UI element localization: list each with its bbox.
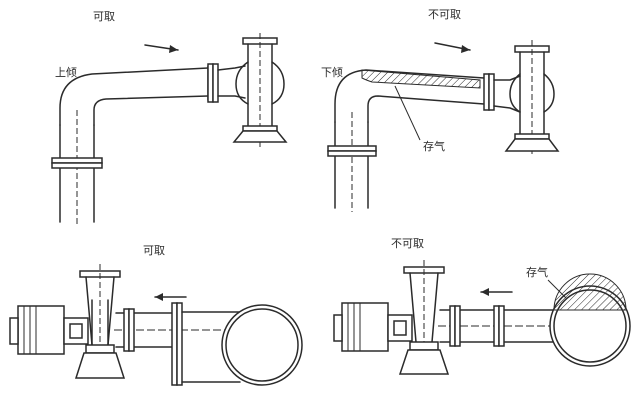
panel-bottom-left: 可取 <box>9 244 303 386</box>
flow-arrow-icon <box>144 44 179 53</box>
air-label-top-right: 存气 <box>423 139 445 153</box>
flange <box>498 305 505 347</box>
air-label-bottom-right: 存气 <box>526 265 548 279</box>
header-pipe-section <box>549 273 631 367</box>
flange <box>327 150 377 157</box>
pump-casing <box>504 40 560 156</box>
motor <box>333 302 413 352</box>
pump-casing <box>74 264 126 380</box>
verdict-label-bottom-left: 可取 <box>143 244 165 257</box>
flange <box>454 305 461 347</box>
air-callout-line <box>547 279 567 299</box>
panel-top-right: 不可取 下倾 存气 <box>321 8 560 212</box>
motor <box>9 305 89 355</box>
verdict-label-top-left: 可取 <box>93 10 115 23</box>
flange <box>212 63 219 103</box>
panel-bottom-right: 不可取 <box>333 237 631 376</box>
flow-arrow-icon <box>434 42 471 53</box>
flow-arrow-icon <box>480 288 513 296</box>
vertical-pipe <box>51 110 103 225</box>
verdict-label-top-right: 不可取 <box>428 8 461 21</box>
pump-casing <box>232 33 288 150</box>
air-callout-line <box>394 85 421 141</box>
air-pocket <box>553 273 627 311</box>
slope-label-top-right: 下倾 <box>321 66 343 79</box>
panel-top-left: 可取 上倾 <box>51 10 288 225</box>
suction-pipe <box>114 302 241 386</box>
sloped-pipe-elbow <box>59 63 246 126</box>
flow-arrow-icon <box>154 293 187 301</box>
flange <box>128 308 135 352</box>
flange <box>51 162 103 169</box>
flange <box>488 73 495 111</box>
slope-label-top-left: 上倾 <box>55 66 77 79</box>
pump-casing <box>398 260 450 376</box>
header-pipe-section <box>221 304 303 386</box>
air-pocket <box>361 69 481 89</box>
suction-pipe <box>438 305 600 347</box>
vertical-pipe <box>327 112 377 212</box>
verdict-label-bottom-right: 不可取 <box>391 237 424 250</box>
sloped-pipe-elbow <box>334 69 521 123</box>
flange <box>176 302 183 386</box>
